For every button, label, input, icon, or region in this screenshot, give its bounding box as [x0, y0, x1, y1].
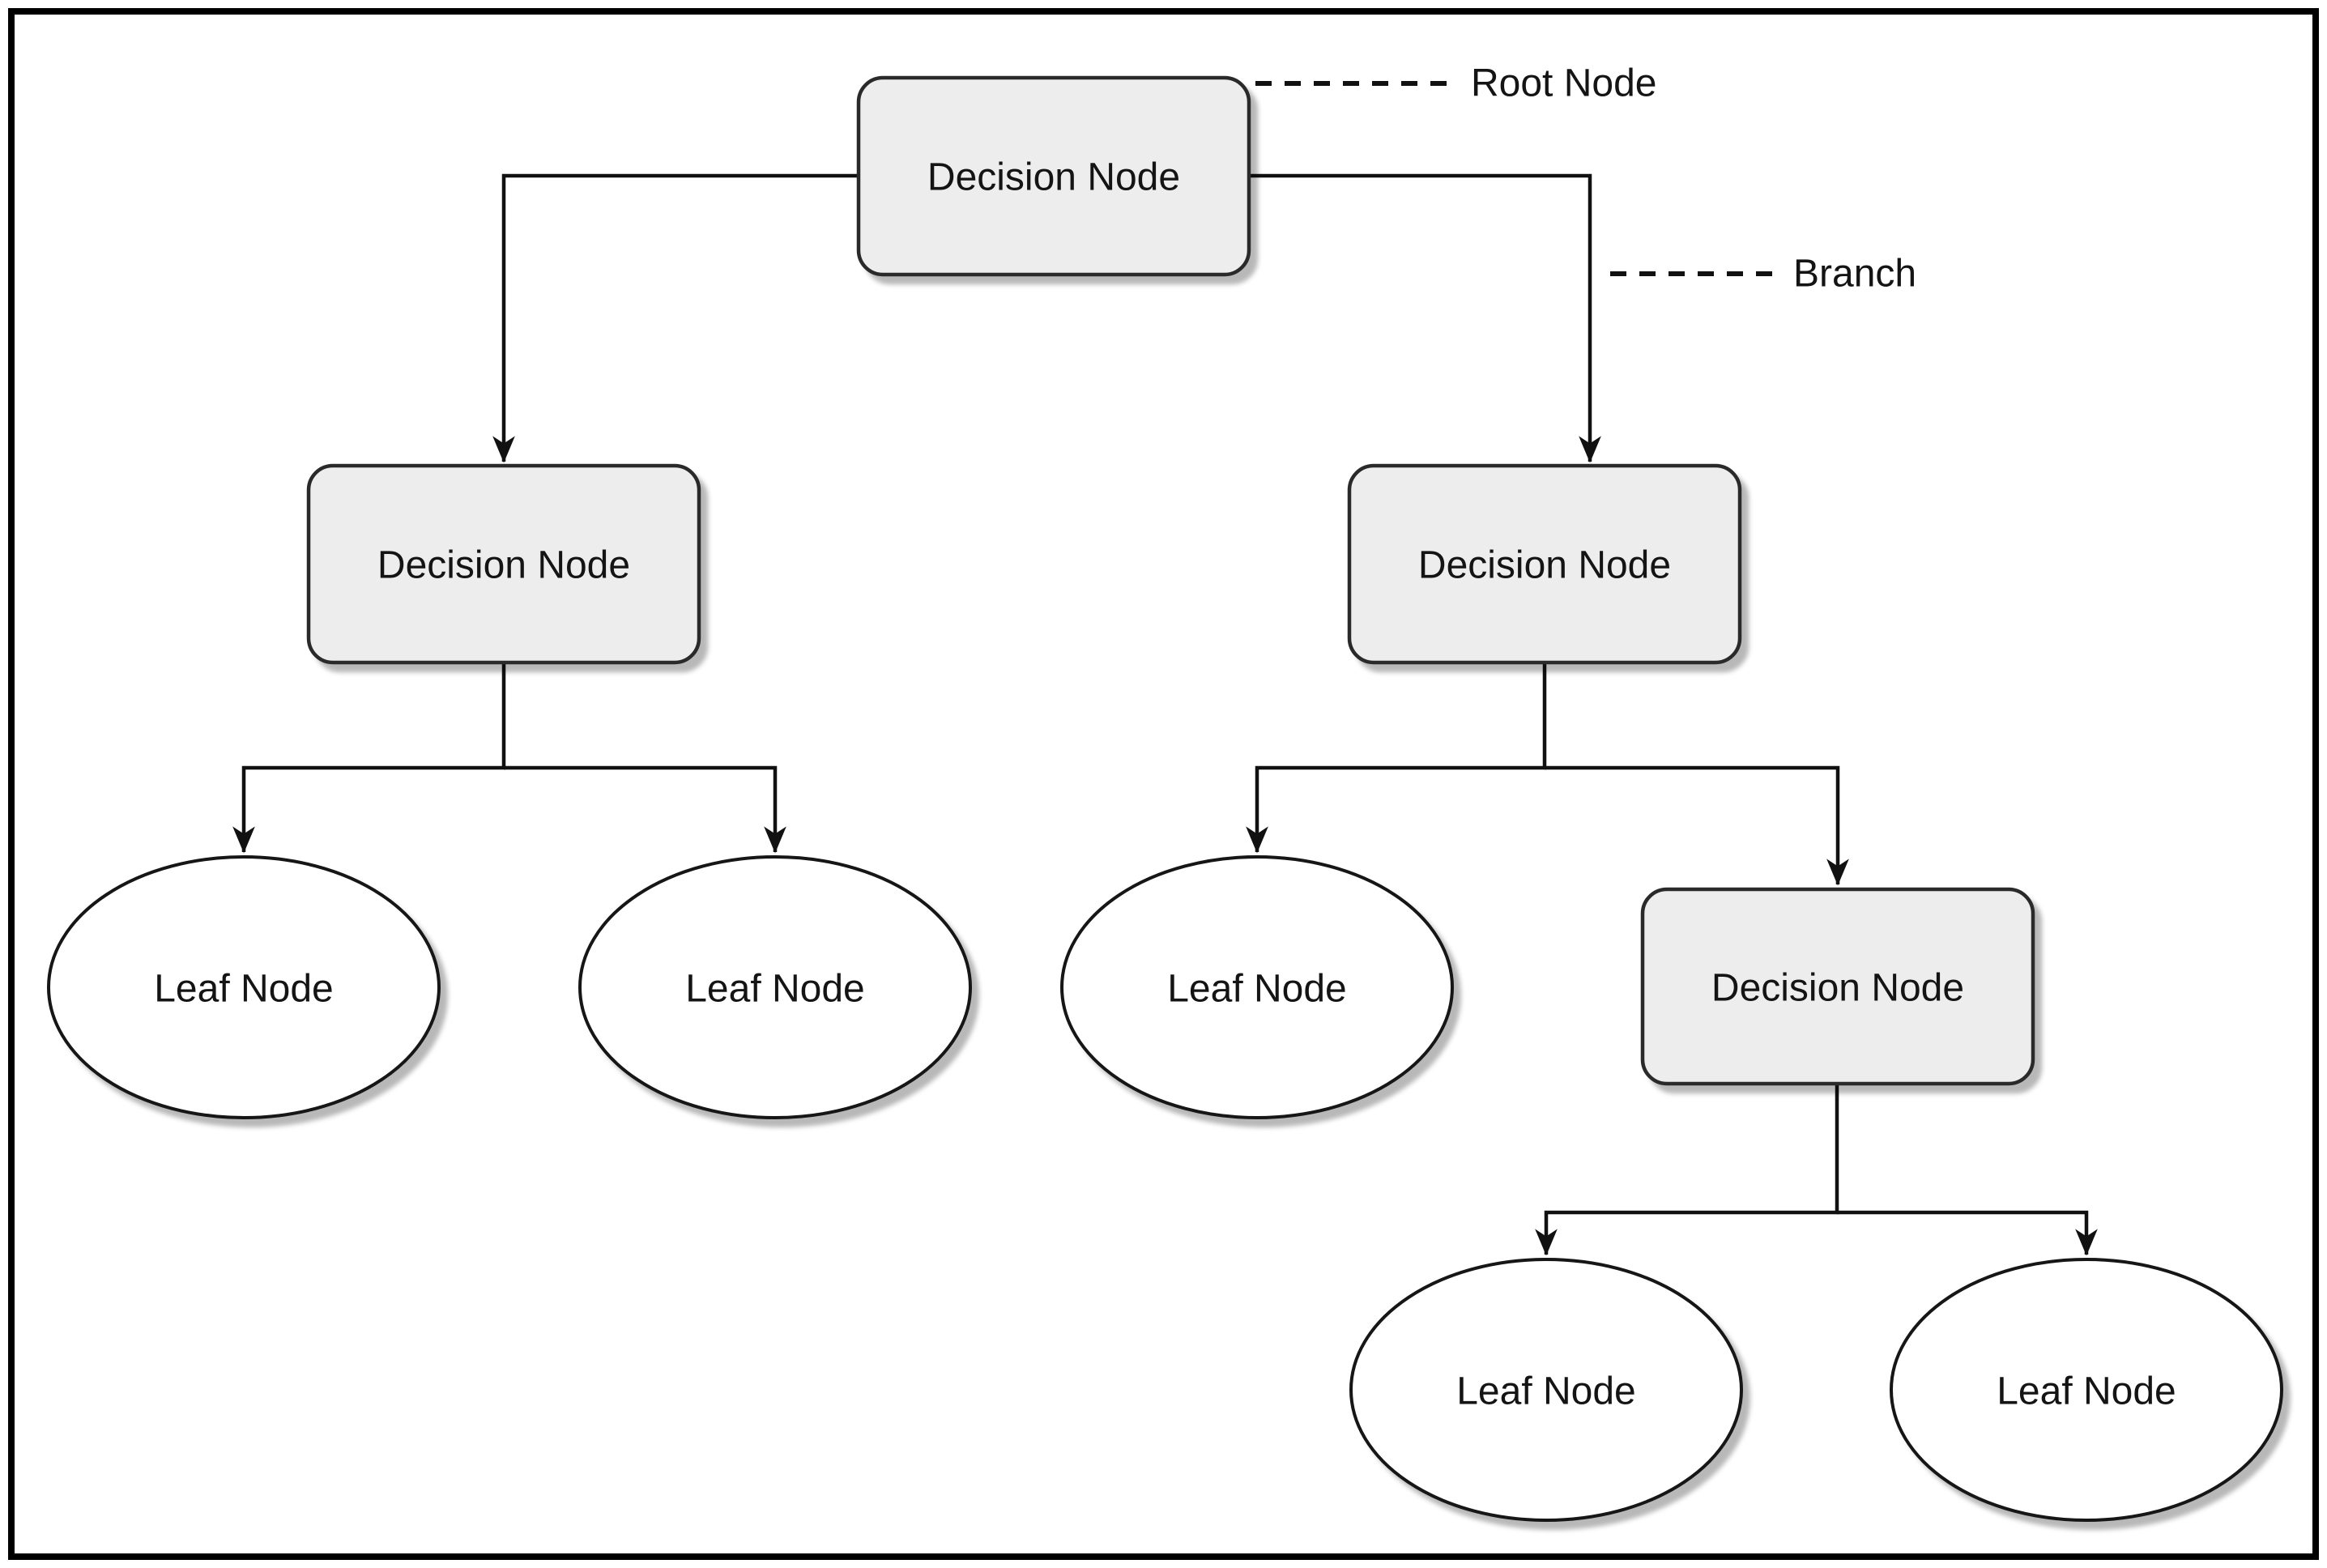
node-root-label: Decision Node — [927, 156, 1180, 199]
nodes: Decision Node Decision Node Decision Nod… — [47, 75, 2283, 1522]
branch-callout-label: Branch — [1793, 253, 1916, 296]
node-leaf-2-label: Leaf Node — [685, 968, 865, 1011]
node-leaf-3-label: Leaf Node — [1167, 968, 1347, 1011]
node-decision-right-child-shape — [1640, 887, 2035, 1086]
node-decision-left: Decision Node — [306, 463, 701, 665]
edge-decision-right-child-to-leaf-5 — [1837, 1210, 2098, 1256]
node-leaf-1: Leaf Node — [47, 855, 441, 1119]
node-leaf-1-shape — [47, 855, 441, 1119]
node-decision-left-shape — [306, 463, 701, 665]
node-decision-right-child: Decision Node — [1640, 887, 2035, 1086]
node-leaf-3: Leaf Node — [1060, 855, 1454, 1119]
node-leaf-4-label: Leaf Node — [1456, 1370, 1636, 1413]
edge-decision-left-to-leaf-2 — [504, 765, 786, 854]
node-root-shape — [856, 75, 1251, 277]
node-leaf-5-shape — [1890, 1258, 2283, 1522]
edge-decision-right-to-leaf-3 — [1246, 663, 1547, 854]
edge-decision-left-to-leaf-1 — [232, 663, 506, 854]
edge-root-to-decision-right — [1249, 173, 1601, 463]
node-leaf-1-label: Leaf Node — [154, 968, 334, 1011]
node-decision-left-label: Decision Node — [377, 544, 630, 587]
node-decision-right-shape — [1347, 463, 1742, 665]
edge-decision-right-to-decision-right-child — [1545, 765, 1849, 886]
node-leaf-2-shape — [578, 855, 972, 1119]
node-leaf-5: Leaf Node — [1890, 1258, 2283, 1522]
figure-border — [8, 8, 2319, 1560]
node-decision-right-label: Decision Node — [1418, 544, 1671, 587]
node-leaf-2: Leaf Node — [578, 855, 972, 1119]
edge-decision-right-child-to-leaf-4 — [1535, 1084, 1839, 1256]
connectors — [232, 173, 2098, 1256]
edge-root-to-decision-left — [492, 173, 859, 463]
node-leaf-4: Leaf Node — [1349, 1258, 1743, 1522]
root-node-callout-label: Root Node — [1471, 62, 1656, 105]
node-leaf-3-shape — [1060, 855, 1454, 1119]
node-leaf-4-shape — [1349, 1258, 1743, 1522]
node-decision-right: Decision Node — [1347, 463, 1742, 665]
annotations: Root Node Branch — [1255, 62, 1916, 296]
node-leaf-5-label: Leaf Node — [1997, 1370, 2176, 1413]
node-root: Decision Node — [856, 75, 1251, 277]
node-decision-right-child-label: Decision Node — [1711, 967, 1964, 1010]
